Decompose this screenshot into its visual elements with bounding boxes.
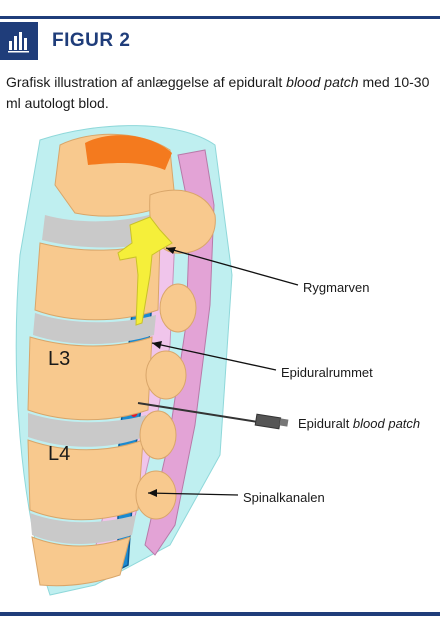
- arrow-rygmarven: [165, 247, 299, 286]
- label-rygmarven: Rygmarven: [303, 280, 369, 295]
- lamina-4: [139, 410, 177, 460]
- footer-rule: [0, 612, 440, 616]
- vertebra-label-l3: L3: [48, 348, 70, 370]
- label-spinalkanalen: Spinalkanalen: [243, 490, 325, 505]
- caption-text-start: Grafisk illustration af anlæggelse af ep…: [6, 74, 287, 90]
- header-rule: [0, 16, 440, 19]
- spinal-cord: [117, 216, 173, 326]
- label-blood-patch: Epiduralt blood patch: [298, 416, 420, 431]
- caption-text-end: med 10-30 ml autologt blod.: [6, 74, 430, 111]
- figure-title: FIGUR 2: [52, 30, 131, 51]
- label-blood-patch-prefix: Epiduralt: [298, 416, 353, 431]
- arrow-spinalkanalen: [147, 489, 239, 497]
- disc-4: [30, 513, 136, 544]
- disc-3: [28, 413, 146, 447]
- needle-syringe-icon: [137, 402, 289, 430]
- vertebra-l4: [27, 439, 144, 521]
- disc-2: [33, 313, 156, 344]
- lamina-2: [159, 283, 197, 333]
- vertebra-label-l4: L4: [48, 443, 70, 465]
- label-epiduralrummet: Epiduralrummet: [281, 365, 373, 380]
- spine-illustration: L3 L4 Rygmarven Epiduralrummet Epiduralt…: [15, 125, 420, 596]
- vertebra-l3: [27, 336, 153, 421]
- vertebra-l5: [31, 536, 131, 587]
- vertebra-l2: [34, 239, 161, 321]
- spinous-process-top: [85, 135, 172, 170]
- arrow-epiduralrummet: [151, 341, 277, 371]
- label-blood-patch-italic: blood patch: [353, 416, 420, 431]
- figure-header: FIGUR 2: [0, 0, 440, 60]
- figure-caption: Grafisk illustration af anlæggelse af ep…: [6, 72, 434, 114]
- spine-diagram: L3 L4 Rygmarven Epiduralrummet Epiduralt…: [0, 125, 440, 605]
- lamina-3: [145, 350, 187, 400]
- bar-chart-icon: [0, 22, 38, 60]
- caption-text-italic: blood patch: [286, 74, 359, 90]
